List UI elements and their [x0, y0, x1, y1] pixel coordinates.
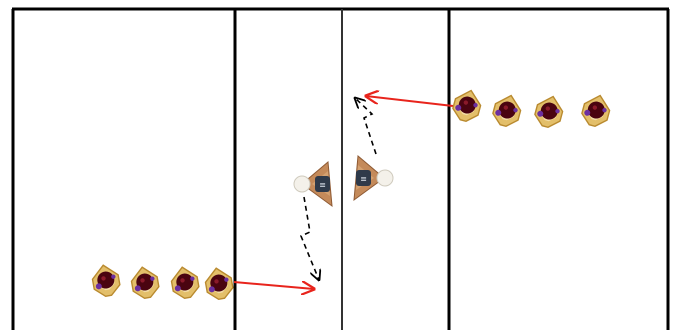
right-line-run-arrow	[366, 96, 454, 107]
player	[168, 264, 202, 301]
left-tagger-path-arrow	[299, 196, 319, 280]
left-player-line	[89, 262, 236, 302]
player	[489, 91, 525, 130]
player	[578, 91, 614, 130]
right-player-line	[449, 86, 614, 131]
left-line-run-arrow	[233, 282, 314, 289]
left-tagger: ≡	[293, 160, 333, 208]
movement-arrows	[233, 96, 454, 289]
player	[128, 264, 162, 301]
right-tagger: ≡	[353, 154, 394, 202]
right-tagger-badge: ≡	[360, 175, 367, 184]
left-tagger-badge: ≡	[319, 181, 326, 190]
player	[89, 262, 123, 299]
right-tagger-path-arrow	[355, 98, 377, 155]
court-lines	[11, 7, 670, 330]
player	[202, 265, 236, 302]
player	[531, 92, 567, 131]
player	[449, 86, 485, 125]
